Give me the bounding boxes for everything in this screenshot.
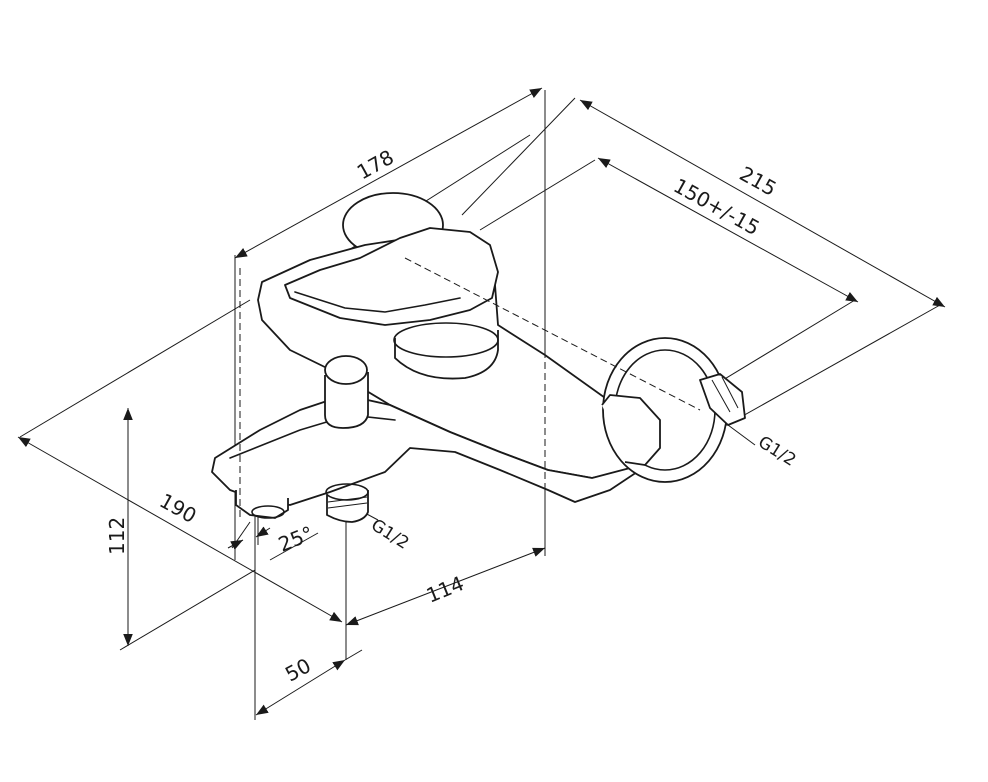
- dim-line-150: [597, 157, 859, 303]
- dim-line-25-b: [255, 526, 271, 538]
- cartridge: [394, 330, 499, 380]
- aerator: [235, 490, 289, 519]
- label-thread-bottom: G1/2: [367, 515, 412, 553]
- dim-line-215: [579, 99, 946, 308]
- faucet-body: [211, 192, 746, 523]
- label-190: 190: [156, 488, 201, 528]
- diverter-knob: [324, 372, 369, 429]
- label-112: 112: [105, 517, 129, 555]
- dim-line-50: [255, 659, 346, 716]
- label-215: 215: [736, 161, 781, 201]
- label-25: 25°: [275, 521, 317, 557]
- label-178: 178: [353, 145, 398, 185]
- label-114: 114: [423, 571, 467, 608]
- dimension-lines: [17, 87, 946, 716]
- label-thread-right: G1/2: [754, 432, 799, 470]
- dim-line-114: [345, 547, 546, 626]
- right-connector-nut: [601, 394, 661, 466]
- dim-line-25-a: [227, 539, 244, 550]
- centerline-horizontal: [404, 257, 701, 411]
- dim-line-190: [17, 436, 343, 623]
- dim-line-50-ext: [344, 649, 363, 661]
- leader-thread-right: [727, 424, 756, 446]
- dim-line-178: [234, 87, 543, 259]
